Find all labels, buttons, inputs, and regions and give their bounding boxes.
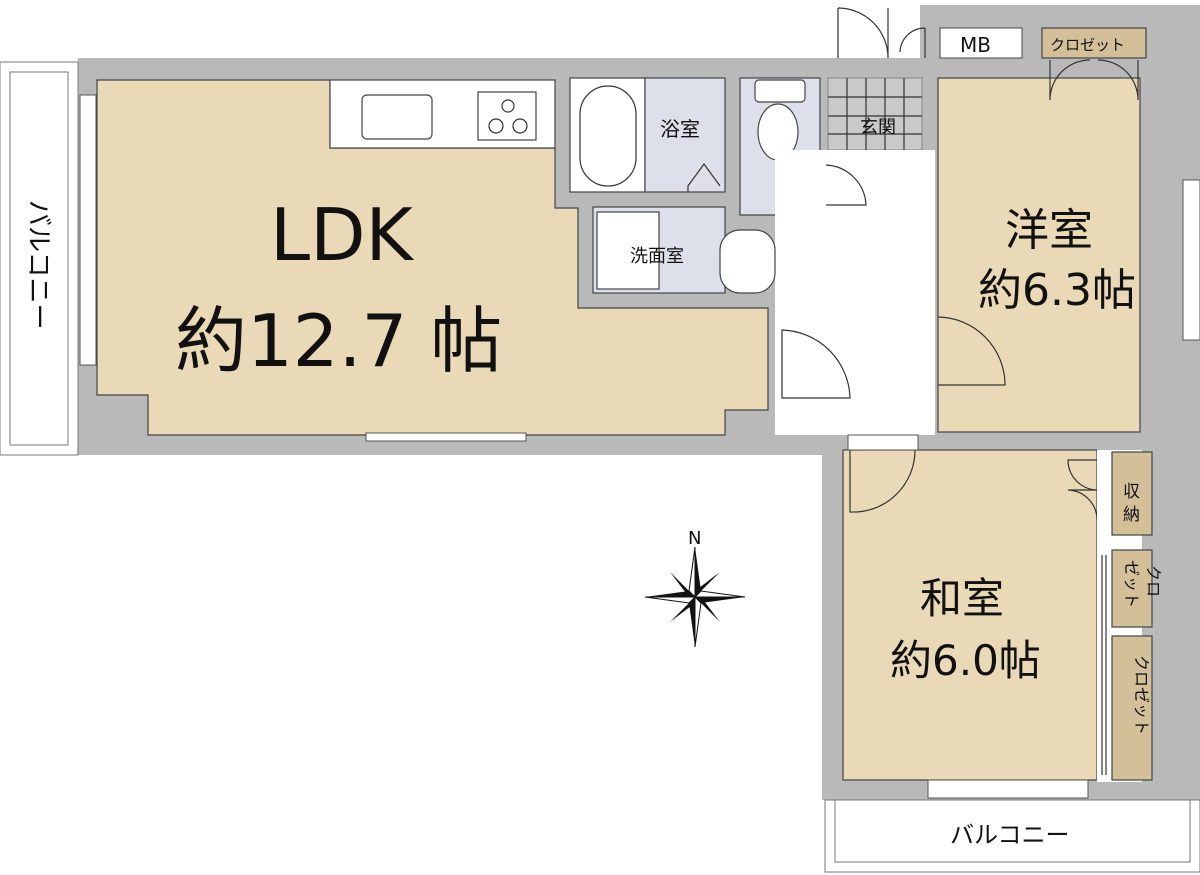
entrance-door-icon — [837, 7, 889, 59]
balcony-bottom: バルコニー — [824, 799, 1200, 873]
room-ldk: LDK 約12.7 帖 — [79, 79, 769, 442]
bath-label: 浴室 — [660, 117, 700, 141]
closet-bottom-label: クロゼット — [1132, 655, 1151, 735]
washroom-label: 洗面室 — [630, 246, 684, 267]
ldk-name: LDK — [270, 193, 415, 277]
balcony-left: バルコニー — [0, 61, 79, 456]
stove-icon — [477, 91, 537, 141]
door-icon — [825, 164, 867, 206]
window — [79, 94, 97, 366]
shuno-label-1: 収 — [1123, 482, 1140, 502]
ldk-size: 約12.7 帖 — [175, 299, 502, 383]
room-western: 洋室 約6.3帖 — [937, 59, 1200, 433]
room-entrance: 玄関 — [827, 77, 923, 151]
japanese-size: 約6.0帖 — [890, 636, 1041, 685]
shuno-label-2: 納 — [1123, 505, 1140, 525]
compass-icon: N — [644, 528, 746, 648]
balcony-bottom-label: バルコニー — [950, 821, 1070, 849]
right-closets: 収 納 クロ ゼット クロゼット — [1097, 450, 1163, 782]
room-washroom: 洗面室 — [592, 206, 776, 294]
vanity-icon — [719, 229, 776, 294]
western-size: 約6.3帖 — [978, 265, 1136, 316]
closet-top-label: クロゼット — [1050, 36, 1125, 54]
balcony-left-label: バルコニー — [23, 200, 53, 329]
closet-mid-label-1: クロ — [1144, 565, 1163, 597]
top-storage: MB クロゼット — [899, 27, 1147, 59]
door-icon — [781, 329, 851, 399]
western-name: 洋室 — [1005, 205, 1093, 256]
room-bath: 浴室 — [569, 77, 726, 193]
entrance-label: 玄関 — [860, 117, 896, 138]
window — [927, 779, 1089, 799]
closet-door-icon — [1049, 59, 1139, 101]
mb-label: MB — [960, 33, 991, 57]
door-icon — [849, 449, 916, 513]
window — [365, 432, 527, 442]
room-japanese: 和室 約6.0帖 — [842, 434, 1098, 799]
window — [1182, 179, 1200, 341]
compass-north: N — [688, 528, 701, 549]
japanese-name: 和室 — [920, 574, 1004, 623]
closet-mid-label-2: ゼット — [1122, 560, 1141, 608]
hallway — [775, 150, 935, 435]
sink-icon — [361, 94, 433, 140]
door-icon — [937, 316, 1006, 386]
closet-door-icon — [1067, 459, 1098, 521]
